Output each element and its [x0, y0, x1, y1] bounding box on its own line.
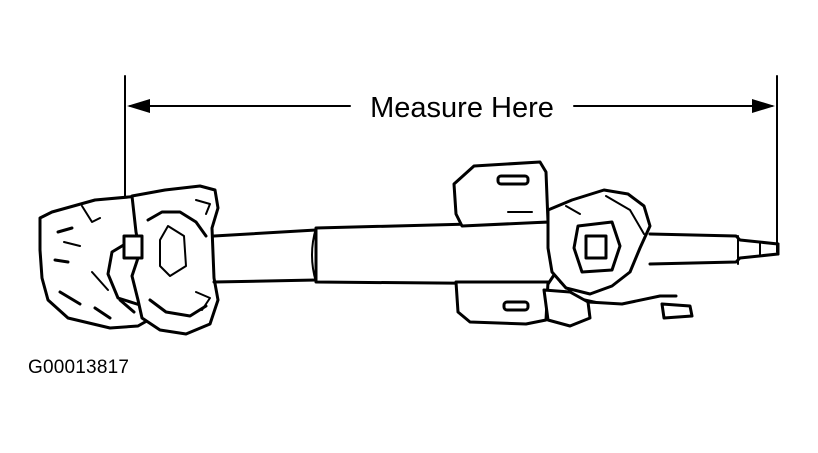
measure-label: Measure Here	[370, 92, 554, 124]
upper-yoke	[122, 184, 220, 336]
steering-column	[38, 160, 780, 336]
lower-bracket	[454, 280, 550, 326]
upper-bracket	[452, 160, 550, 228]
upper-shaft	[648, 232, 780, 266]
left-arrowhead	[127, 99, 150, 113]
right-arrowhead	[752, 99, 775, 113]
tilt-lever	[586, 294, 694, 320]
column-tube	[311, 220, 558, 286]
measurement-indicator: Measure Here	[124, 75, 778, 253]
intermediate-shaft	[212, 228, 318, 284]
lock-housing	[542, 188, 652, 328]
figure-id: G00013817	[28, 357, 130, 378]
lower-yoke	[38, 194, 154, 330]
